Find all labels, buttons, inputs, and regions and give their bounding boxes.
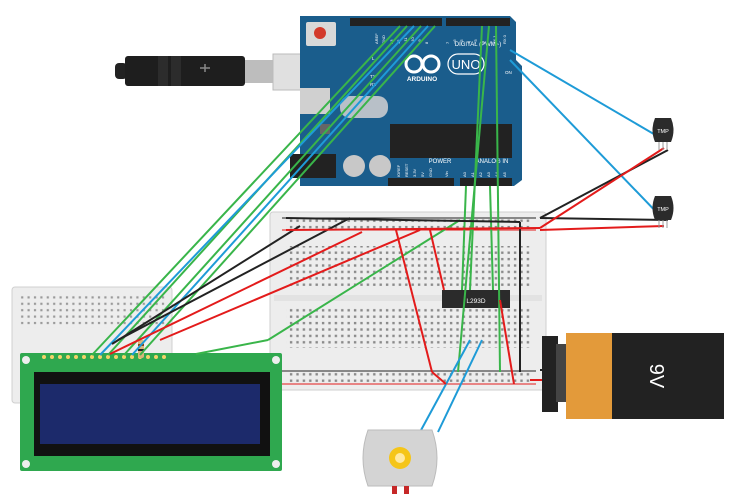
dc-motor[interactable] — [362, 429, 438, 494]
arduino-logo-icon — [404, 54, 441, 74]
analog-label: ANALOG IN — [476, 159, 509, 165]
pin-9: ~9 — [417, 39, 422, 44]
arduino-brand: ARDUINO — [407, 76, 437, 83]
green-wires — [91, 25, 501, 373]
pin-ioref: IOREF — [396, 164, 401, 177]
pin-3v3: 3.3V — [412, 168, 417, 177]
pin-10: ~10 — [410, 36, 415, 44]
digital-header-low — [446, 18, 510, 26]
pin-a4: A4 — [494, 171, 499, 177]
pin-a1: A1 — [470, 171, 475, 177]
pin-a0: A0 — [462, 171, 467, 177]
power-header — [388, 178, 454, 186]
pin-a5: A5 — [502, 171, 507, 177]
pin-11: ~11 — [403, 37, 408, 44]
pin-vin: Vin — [444, 171, 449, 177]
on-label: ON — [505, 70, 512, 75]
arduino-board[interactable]: UNO ARDUINO DIGITAL (PWM~) POWER ANALOG … — [290, 16, 522, 186]
pin-a2: A2 — [478, 171, 483, 177]
l293d-chip[interactable]: L293D — [442, 290, 510, 308]
digital-header-high — [350, 18, 442, 26]
pin-8: 8 — [424, 41, 429, 44]
sensor-1-label: TMP — [657, 129, 669, 135]
l-label: L — [372, 56, 375, 61]
pin-a3: A3 — [486, 171, 491, 177]
main-breadboard[interactable] — [269, 211, 547, 391]
pin-aref: AREF — [374, 33, 379, 44]
pin-4: 4 — [466, 41, 471, 44]
red-wires — [109, 147, 665, 385]
pin-2: 2 — [480, 41, 485, 44]
pin-gnd-top: GND — [381, 35, 386, 44]
digital-label: DIGITAL (PWM~) — [455, 42, 502, 48]
black-wires — [111, 149, 669, 372]
lcd-screen — [40, 384, 260, 444]
pin-1: TX 1 — [492, 35, 497, 44]
pin-13: 13 — [389, 39, 394, 44]
pin-5v: 5V — [420, 172, 425, 177]
analog-header — [460, 178, 512, 186]
battery-9v[interactable]: 9V — [542, 333, 724, 419]
pin-3: ~3 — [473, 39, 478, 44]
usb-cable — [115, 53, 306, 91]
pin-6: ~6 — [452, 39, 457, 44]
lcd-display[interactable] — [20, 353, 282, 471]
battery-label: 9V — [645, 364, 667, 389]
pin-reset: RESET — [404, 163, 409, 177]
rx-label: RX — [370, 82, 376, 87]
temp-sensor-2[interactable]: TMP — [652, 196, 674, 228]
pin-gnd-bottom: GND — [428, 168, 433, 177]
chip-label: L293D — [466, 298, 485, 305]
pin-5: ~5 — [459, 39, 464, 44]
tx-label: TX — [370, 74, 376, 79]
power-label: POWER — [429, 159, 452, 165]
atmega-chip — [390, 124, 512, 158]
temp-sensor-1[interactable]: TMP — [652, 118, 674, 150]
pin-0: RX 0 — [502, 34, 507, 44]
pin-7: 7 — [445, 41, 450, 44]
arduino-model: UNO — [452, 57, 481, 72]
sensor-2-label: TMP — [657, 207, 669, 213]
